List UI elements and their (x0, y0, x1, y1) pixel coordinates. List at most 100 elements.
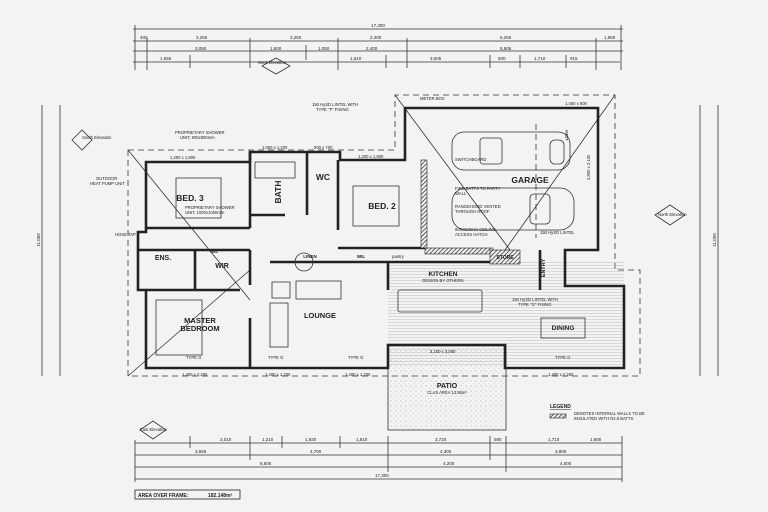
insulated-wall (489, 249, 521, 265)
room-bath: BATH (273, 181, 283, 204)
elevation-label: North Elevation (658, 212, 687, 217)
dim: 4,500 (560, 461, 572, 466)
window-size: 1,050 x 1,200 (262, 145, 288, 150)
bottom-dimensions: 2,010 1,210 1,920 1,810 3,720 590 1,710 … (134, 436, 623, 482)
north-elevation-marker: North Elevation (654, 204, 687, 226)
window-size: 1,200 x 1,800 (170, 155, 196, 160)
hip-line (504, 94, 616, 251)
patio-note: CLAS AREA 13.95m² (427, 390, 467, 395)
south-elevation-marker: South Elevation (71, 129, 112, 151)
room-bed3: BED. 3 (176, 193, 204, 203)
note: FIRE BATTS TO PARTY (455, 186, 501, 191)
room-linen: LINEN (303, 254, 317, 259)
room-master: BEDROOM (180, 324, 219, 333)
dim: 2,010 (220, 437, 232, 442)
window-size: 1,400 x 1,200 (265, 372, 291, 377)
dim: 3,900 (555, 449, 567, 454)
dim: 3,505 (430, 56, 442, 61)
dim: 11,050 (36, 233, 41, 247)
note: UNIT, 1000x1000mm (185, 210, 225, 215)
dim: 915 (570, 56, 578, 61)
dim: 1,610 (350, 56, 362, 61)
elevation-label: South Elevation (82, 135, 112, 140)
note: ACCESS HATCH (455, 232, 488, 237)
dim: 1,210 (262, 437, 274, 442)
dim: 1,555 (160, 56, 172, 61)
window-size: 1,200 x 1,800 (358, 154, 384, 159)
room-garage: GARAGE (511, 175, 549, 185)
east-elevation-marker: East Elevation (139, 420, 167, 440)
top-dimensions: 17,300 400 3,250 3,250 2,400 6,250 1,950… (133, 23, 623, 70)
window-size: 2,100 x 3,000 (430, 349, 456, 354)
elevation-label: East Elevation (140, 427, 167, 432)
dim: 1,710 (548, 437, 560, 442)
dim: 400 (140, 35, 148, 40)
dim: 1,500 (270, 46, 282, 51)
room-master: MASTER (184, 316, 216, 325)
dim: 4,300 (440, 449, 452, 454)
room-patio: PATIO (437, 383, 458, 390)
dim: 3,250 (290, 35, 302, 40)
room-laundry: LDRY (564, 129, 569, 140)
window-size: 1,400 x 2,250 (548, 372, 574, 377)
window-size: 900 x 700 (314, 145, 333, 150)
legend-text: INSULATED WITH R2.6 BATTS (574, 416, 634, 421)
note: PROPRIETARY SHOWER (175, 130, 225, 135)
dim: 6,250 (500, 35, 512, 40)
dim: 3,050 (195, 46, 207, 51)
note: HOSE TAP (115, 232, 136, 237)
note: WALL (455, 191, 467, 196)
side-dimensions: 11,050 11,050 (36, 105, 719, 376)
patio-slab (387, 344, 507, 431)
window-type: TYPE G (555, 355, 570, 360)
hip-line (394, 94, 511, 251)
note: PROPRIETARY SHOWER (185, 205, 235, 210)
legend-text: DENOTES INTERNAL WALLS TO BE (574, 411, 645, 416)
west-elevation-marker: West Elevation (258, 57, 291, 75)
dim: 1,920 (305, 437, 317, 442)
dim-overall-bottom: 17,300 (375, 473, 389, 478)
dim: 4,700 (310, 449, 322, 454)
dim: 3,250 (196, 35, 208, 40)
dim: 590 (494, 437, 502, 442)
hip-line (127, 149, 251, 301)
room-ensuite: ENS. (155, 255, 171, 262)
dim: 1,050 (318, 46, 330, 51)
note: OUTDOOR (96, 176, 117, 181)
window-size: 1,400 x 2,250 (182, 372, 208, 377)
area-label: AREA OVER FRAME: (138, 493, 189, 499)
dim: 1,710 (534, 56, 546, 61)
room-wil2: WIL (357, 254, 365, 259)
dim: 1,810 (356, 437, 368, 442)
dim: 8,600 (260, 461, 272, 466)
dim: 3,720 (435, 437, 447, 442)
elevation-label: West Elevation (258, 60, 287, 65)
note: 150 HySD LINTEL (540, 230, 575, 235)
dim: 5,505 (500, 46, 512, 51)
insulated-wall (420, 159, 428, 249)
area-over-frame: AREA OVER FRAME: 182.148m² (134, 489, 241, 500)
room-labels: BED. 3 BATH WC BED. 2 GARAGE ENS. WIR WI… (155, 129, 575, 395)
dim: 2,400 (366, 46, 378, 51)
dim: 11,050 (712, 233, 717, 247)
insulated-wall-swatch (549, 413, 567, 419)
room-wc: WC (316, 172, 330, 182)
window-size: 1,400 x 600 (565, 101, 588, 106)
kitchen-note: DESIGN BY OTHERS (422, 278, 464, 283)
window-size: 1,400 x 1,200 (345, 372, 371, 377)
dim: 1,600 (590, 437, 602, 442)
window-type: TYPE G (186, 355, 201, 360)
legend: LEGEND DENOTES INTERNAL WALLS TO BE INSU… (549, 404, 645, 421)
note: METER BOX (420, 96, 445, 101)
note: TYPE "G" FIXING (518, 302, 551, 307)
note: 600x600mm CEILING (455, 227, 496, 232)
note: TYPE "F" FIXING (316, 107, 349, 112)
dim: 500 (498, 56, 506, 61)
note: THROUGH ROOF (455, 209, 490, 214)
window-type: TYPE G (348, 355, 363, 360)
dim: 4,200 (443, 461, 455, 466)
eave-line (127, 94, 641, 377)
dim: 2,400 (370, 35, 382, 40)
legend-title: LEGEND (550, 404, 571, 410)
